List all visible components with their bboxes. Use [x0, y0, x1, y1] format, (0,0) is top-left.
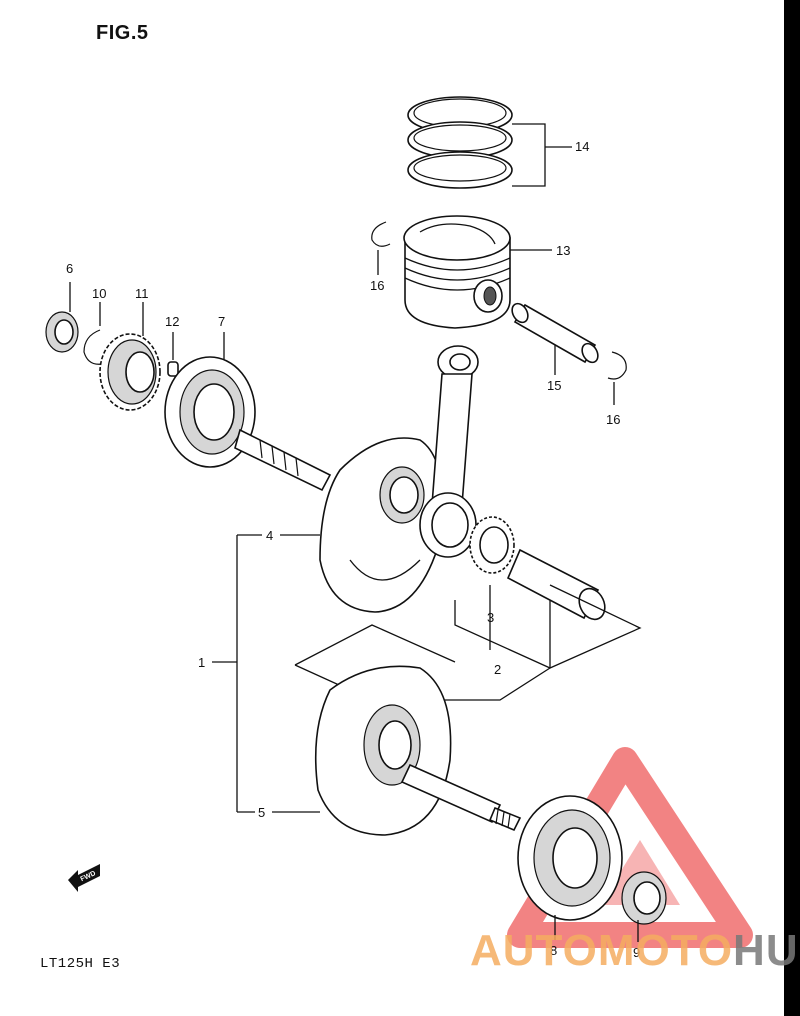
callout-15: 15: [547, 378, 561, 393]
watermark-text-a: AUTOMOTO: [470, 926, 734, 975]
callout-7: 7: [218, 314, 225, 329]
callout-3: 3: [487, 610, 494, 625]
callout-12: 12: [165, 314, 179, 329]
callout-6: 6: [66, 261, 73, 276]
callout-4: 4: [266, 528, 273, 543]
circlip-right: [607, 351, 627, 405]
callout-9: 9: [633, 945, 640, 960]
circlip-10: [83, 302, 103, 365]
callout-14: 14: [575, 139, 589, 154]
callout-2: 2: [494, 662, 501, 677]
watermark-text: AUTOMOTOHUB: [470, 926, 800, 976]
oil-seal: [621, 871, 667, 942]
piston: [403, 215, 552, 329]
circlip-left: [371, 221, 391, 275]
callout-11: 11: [135, 286, 149, 301]
bearing-8: [517, 795, 623, 940]
bearing-6: [45, 282, 79, 353]
woodruff-key: [167, 332, 179, 377]
callout-16-right: 16: [606, 412, 620, 427]
callout-16-left: 16: [370, 278, 384, 293]
callout-13: 13: [556, 243, 570, 258]
callout-labels: 14 13 16 15 16 6 10 11 12 7 4 1 5 3 2 8 …: [66, 139, 640, 960]
model-code: LT125H E3: [40, 956, 121, 972]
callout-10: 10: [92, 286, 106, 301]
callout-8: 8: [550, 943, 557, 958]
callout-1: 1: [198, 655, 205, 670]
bearing-7: [164, 332, 256, 468]
connecting-rod: [419, 345, 479, 558]
callout-5: 5: [258, 805, 265, 820]
crank-pin: [506, 548, 606, 621]
piston-pin: [511, 302, 599, 375]
crank-right-half: [314, 665, 522, 836]
primary-gear: [99, 302, 161, 411]
watermark-text-b: HUB: [733, 926, 800, 975]
page-edge-bar: [784, 0, 800, 1016]
figure-title: FIG.5: [96, 22, 149, 44]
fwd-arrow-icon: FWD: [68, 864, 100, 892]
assembly-bracket: [212, 534, 320, 813]
crank-left-half: [234, 428, 444, 613]
needle-bearing: [469, 516, 515, 574]
piston-rings: [407, 96, 572, 189]
